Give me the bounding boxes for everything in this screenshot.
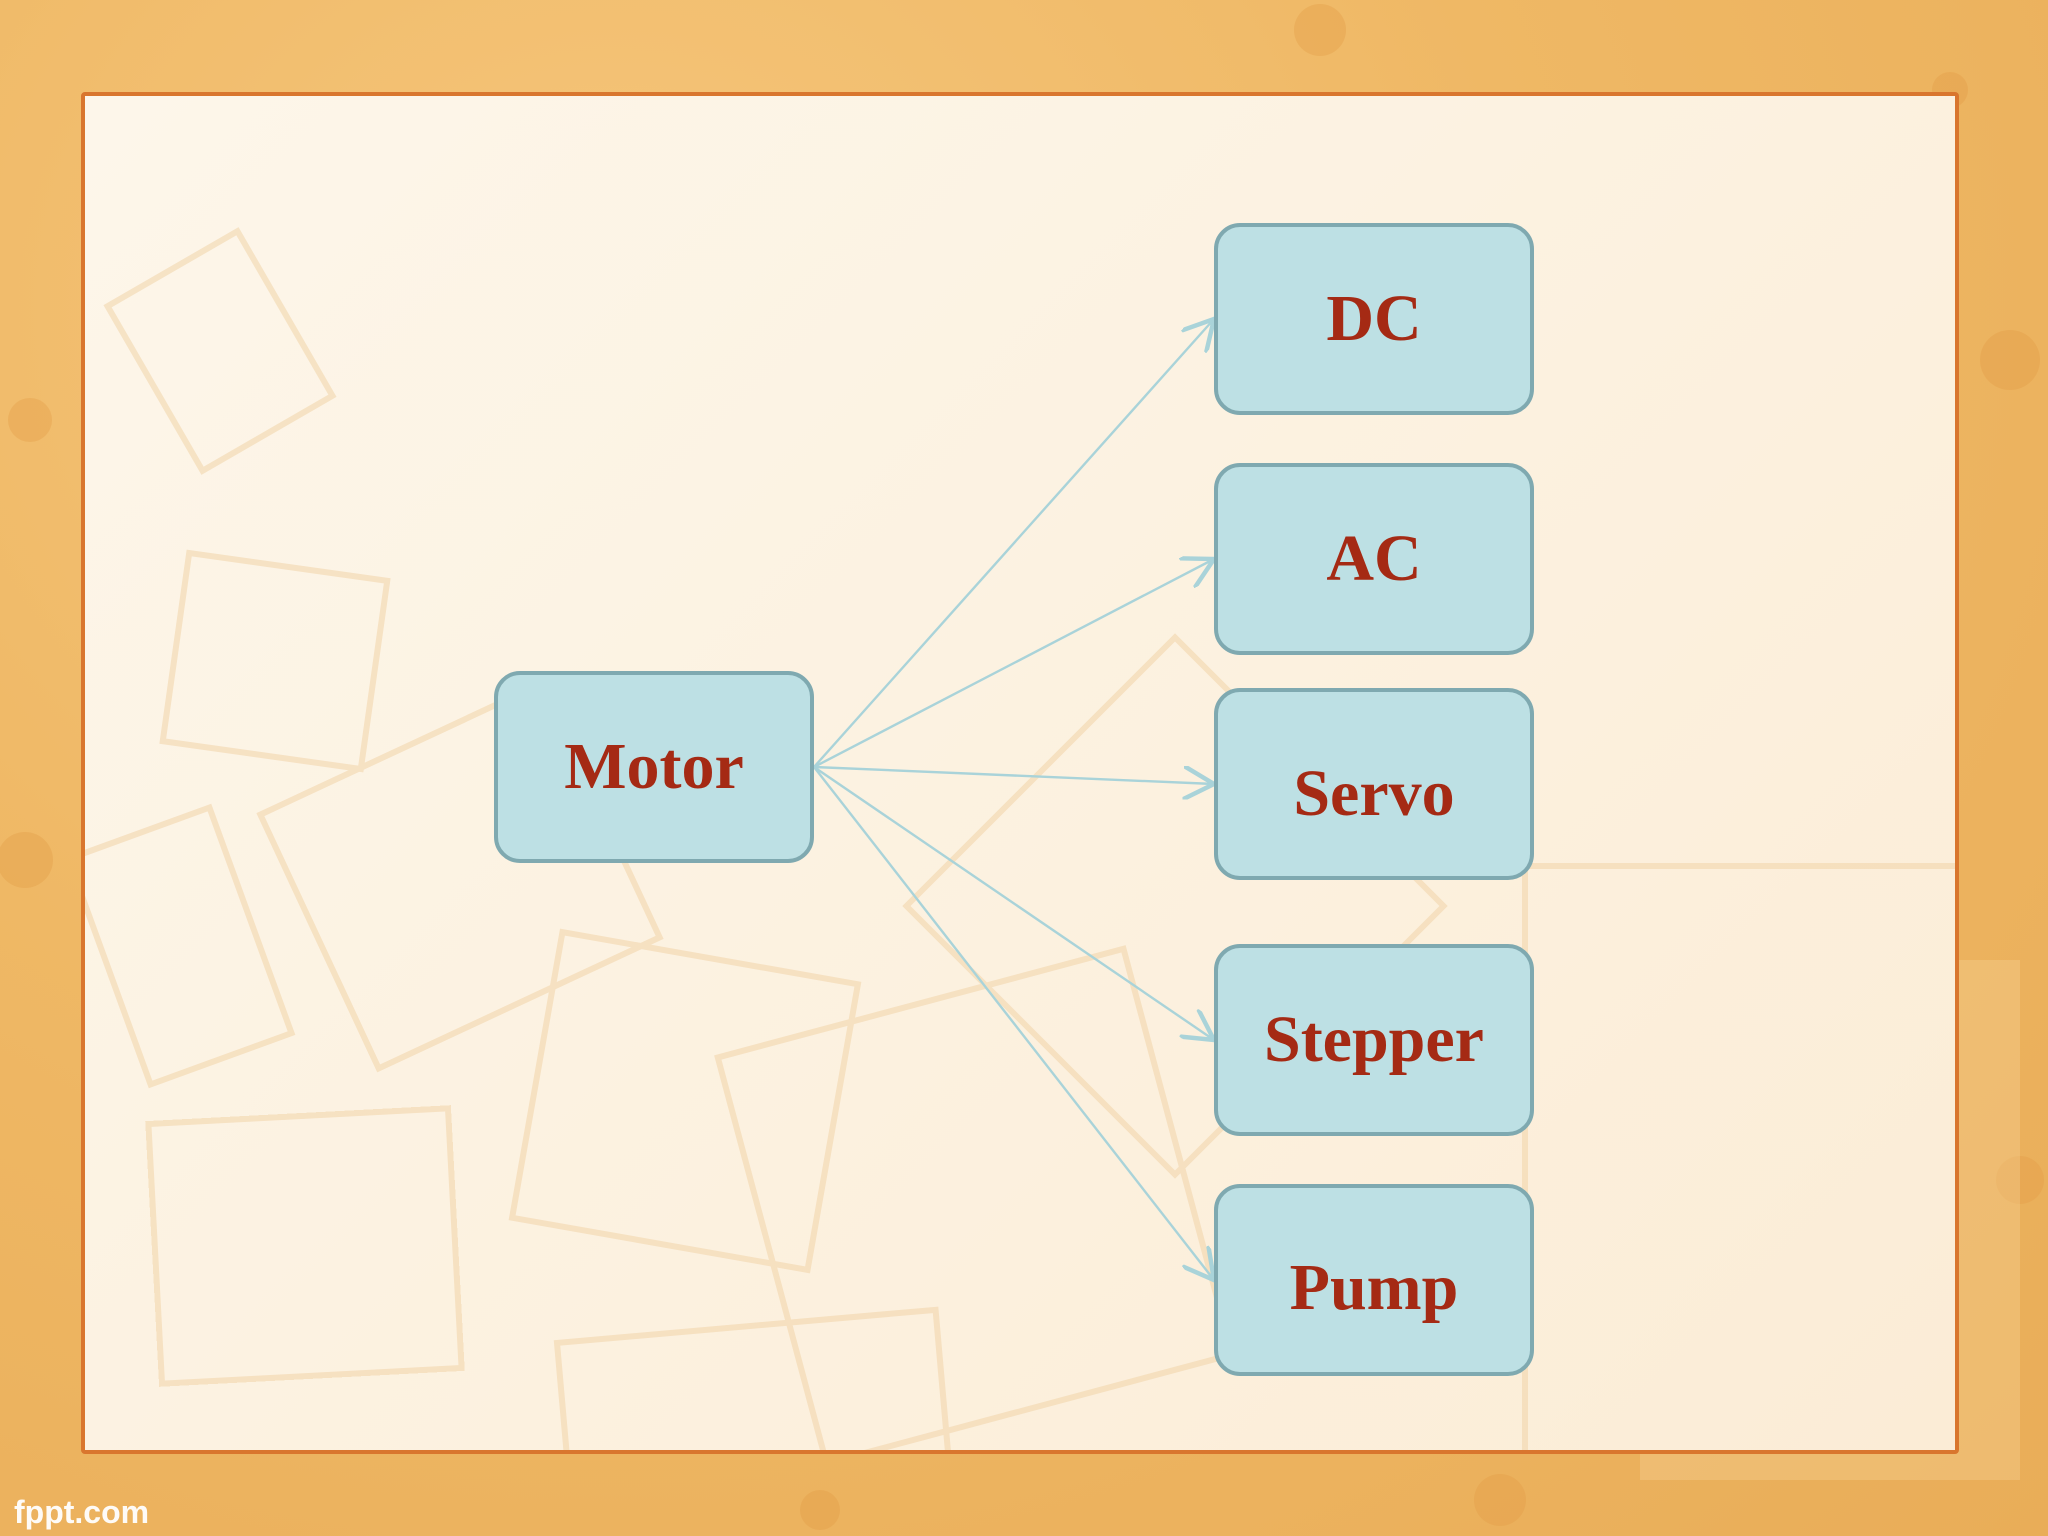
connector-motor-servo	[813, 765, 1214, 784]
node-pump-label: Pump	[1289, 1251, 1459, 1324]
connector-motor-dc	[813, 319, 1214, 768]
node-pump: Pump	[1214, 1184, 1534, 1376]
node-dc: DC	[1214, 223, 1534, 415]
connector-motor-pump	[813, 766, 1214, 1280]
connector-motor-stepper	[813, 766, 1214, 1040]
node-servo-label: Servo	[1293, 757, 1455, 830]
node-motor: Motor	[494, 671, 814, 863]
node-servo: Servo	[1214, 688, 1534, 880]
content-panel	[81, 92, 1959, 1454]
node-motor-label: Motor	[564, 730, 744, 803]
node-dc-label: DC	[1326, 282, 1422, 355]
node-stepper-label: Stepper	[1264, 1003, 1484, 1076]
connector-motor-ac	[813, 559, 1214, 769]
node-ac-label: AC	[1326, 522, 1422, 595]
fppt-watermark: fppt.com	[14, 1494, 150, 1530]
node-stepper: Stepper	[1214, 944, 1534, 1136]
node-ac: AC	[1214, 463, 1534, 655]
